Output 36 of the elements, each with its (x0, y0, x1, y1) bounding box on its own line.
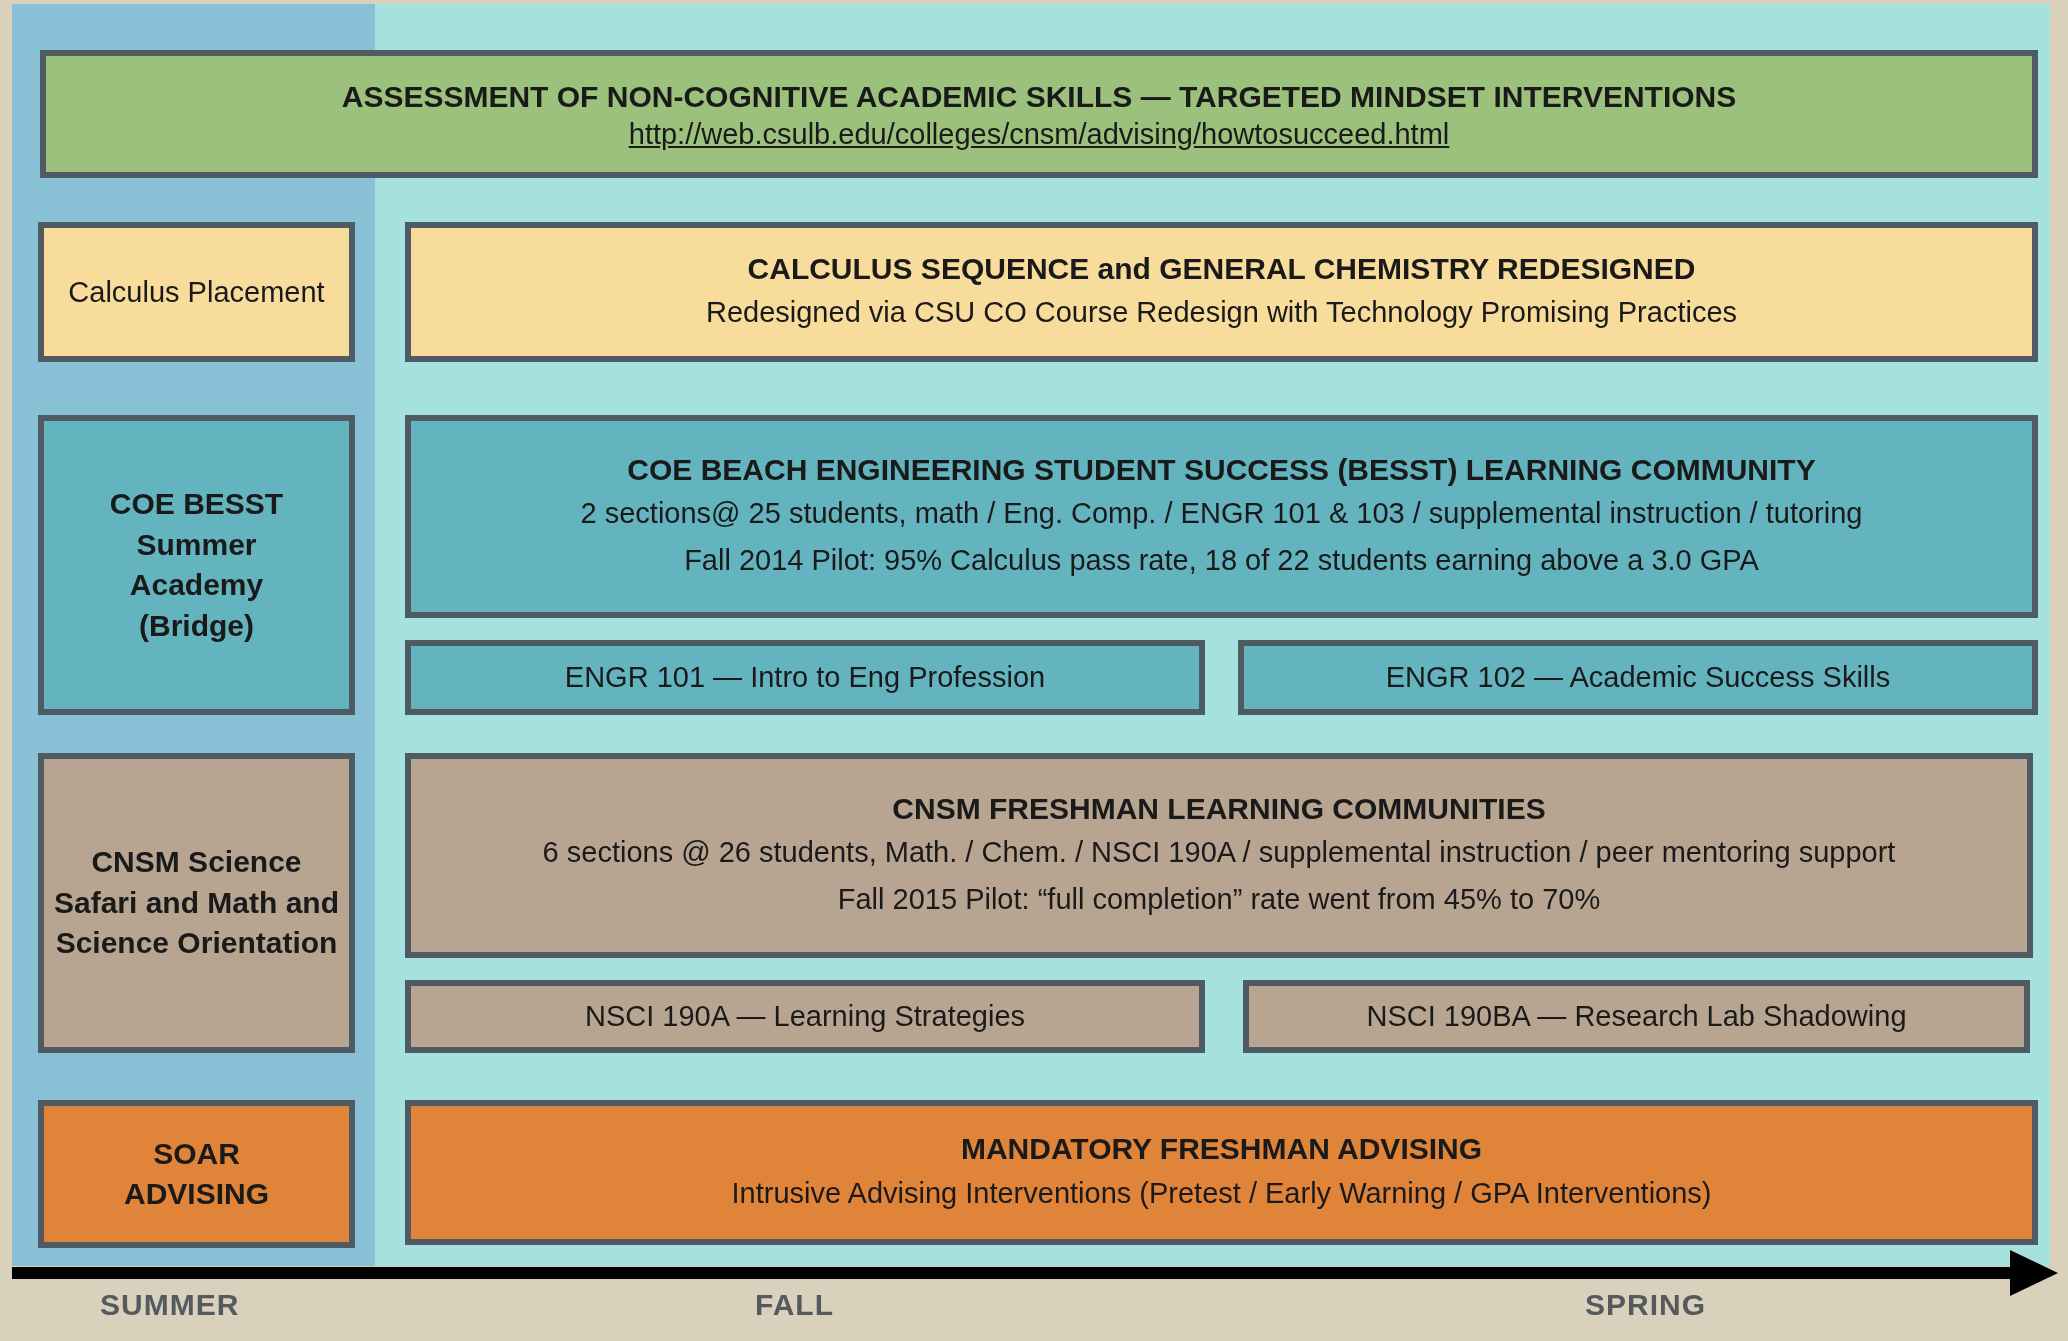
heading-text: MANDATORY FRESHMAN ADVISING (960, 1131, 1483, 1168)
program-box (38, 753, 355, 1053)
body-text: 2 sections@ 25 students, math / Eng. Comp. / ENGR 101 & 103 / supplemental instruction / tutoring (580, 496, 1863, 532)
program-box (405, 222, 2038, 362)
program-box (405, 753, 2033, 958)
body-text: Redesigned via CSU CO Course Redesign with Technology Promising Practices (705, 295, 1738, 331)
url-link: http://web.csulb.edu/colleges/cnsm/advising/howtosucceed.html (628, 117, 1450, 151)
heading-text: COE BEACH ENGINEERING STUDENT SUCCESS (BESST) LEARNING COMMUNITY (627, 451, 1816, 488)
body-text: Fall 2015 Pilot: “full completion” rate went from 45% to 70% (837, 881, 1601, 917)
body-text: ENGR 102 — Academic Success Skills (1385, 660, 1891, 696)
heading-text: CNSM FRESHMAN LEARNING COMMUNITIES (892, 790, 1546, 827)
body-text: Calculus Placement (68, 274, 325, 310)
heading-text: SOAR ADVISING (123, 1135, 270, 1212)
program-box (405, 640, 1205, 715)
program-box (38, 222, 355, 362)
season-label: SPRING (1585, 1288, 1707, 1322)
heading-text: CALCULUS SEQUENCE and GENERAL CHEMISTRY REDESIGNED (747, 250, 1696, 287)
heading-text: COE BESST Summer Academy (Bridge) (108, 486, 285, 644)
body-text: Fall 2014 Pilot: 95% Calculus pass rate, 18 of 22 students earning above a 3.0 GPA (684, 542, 1759, 578)
body-text: ENGR 101 — Intro to Eng Profession (564, 660, 1046, 696)
program-box (38, 415, 355, 715)
body-text: NSCI 190A — Learning Strategies (584, 999, 1026, 1035)
heading-text: ASSESSMENT OF NON-COGNITIVE ACADEMIC SKILLS — TARGETED MINDSET INTERVENTIONS (341, 79, 1737, 116)
body-text: 6 sections @ 26 students, Math. / Chem. / NSCI 190A / supplemental instruction / peer mentoring support (542, 835, 1896, 871)
body-text: Intrusive Advising Interventions (Pretest / Early Warning / GPA Interventions) (731, 1175, 1712, 1211)
heading-text: CNSM Science Safari and Math and Science Orientation (52, 844, 340, 962)
season-label: SUMMER (100, 1288, 240, 1322)
body-text: NSCI 190BA — Research Lab Shadowing (1366, 999, 1907, 1035)
season-label: FALL (755, 1288, 834, 1322)
program-box (405, 1100, 2038, 1245)
program-box (38, 1100, 355, 1248)
program-box (40, 50, 2038, 178)
program-box (405, 415, 2038, 618)
program-box (1238, 640, 2038, 715)
program-box (405, 980, 1205, 1053)
program-box (1243, 980, 2030, 1053)
